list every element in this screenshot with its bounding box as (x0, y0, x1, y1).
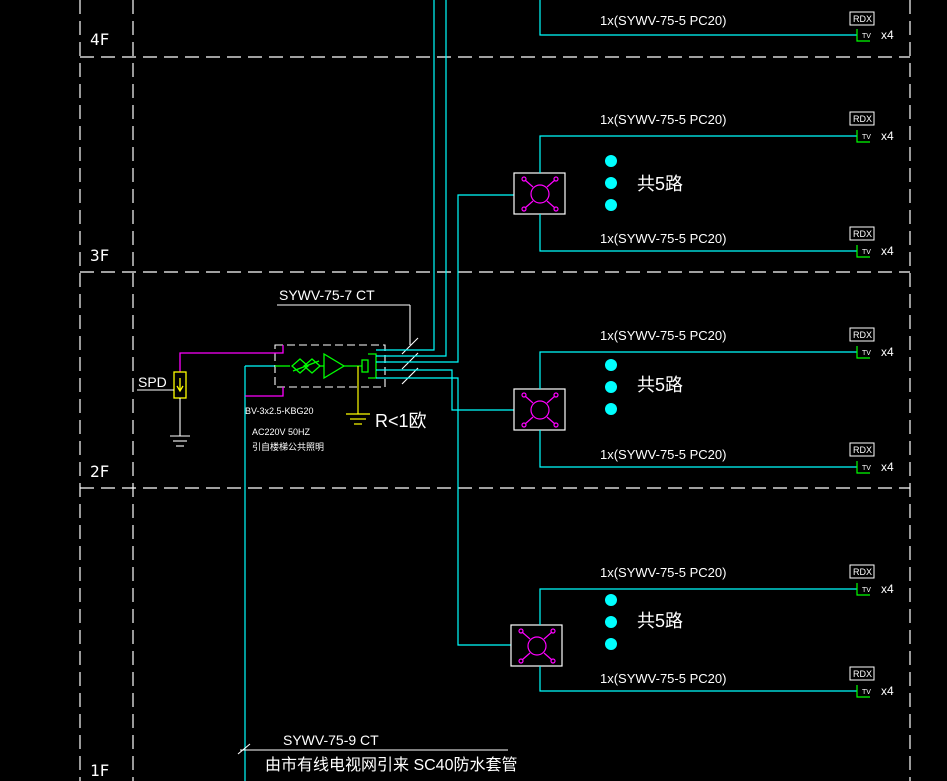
floor-label-3f: 3F (90, 246, 109, 265)
floor-label-2f: 2F (90, 462, 109, 481)
branch-cable-1f-upper: 1x(SYWV-75-5 PC20) (600, 565, 726, 580)
splitter-1f (510, 624, 563, 667)
tv-outlet-3f-upper: RDX TV x4 (849, 111, 894, 143)
power-cable-label: BV-3x2.5-KBG20 (245, 406, 314, 416)
ground-symbol (346, 366, 370, 425)
tv-outlet-4f: RDX TV x4 (849, 11, 894, 42)
floor-label-4f: 4F (90, 30, 109, 49)
power-wiring (179, 345, 284, 397)
splitter-paths-2f: 共5路 (637, 375, 683, 395)
outlet-box-label: RDX (853, 567, 872, 577)
tv-outlet-2f-upper: RDX TV x4 (849, 327, 894, 359)
outlet-count: x4 (881, 28, 894, 42)
tv-outlet-1f-lower: RDX TV x4 (849, 666, 894, 698)
branch-cable-3f-lower: 1x(SYWV-75-5 PC20) (600, 231, 726, 246)
outlet-tv-label: TV (862, 465, 871, 472)
outlet-box-label: RDX (853, 114, 872, 124)
outlet-tv-label: TV (862, 249, 871, 256)
outlet-count: x4 (881, 345, 894, 359)
outlet-box-label: RDX (853, 229, 872, 239)
splitter-3f (513, 172, 566, 215)
branch-cable-3f-upper: 1x(SYWV-75-5 PC20) (600, 112, 726, 127)
outlet-box-label: RDX (853, 330, 872, 340)
spd-device (173, 371, 187, 399)
splitter-2f (513, 388, 566, 431)
ground-resistance-label: R<1欧 (375, 411, 427, 431)
tv-outlet-1f-upper: RDX TV x4 (849, 564, 894, 596)
branch-cable-2f-upper: 1x(SYWV-75-5 PC20) (600, 328, 726, 343)
outlet-count: x4 (881, 129, 894, 143)
incoming-label: 由市有线电视网引来 SC40防水套管 (265, 756, 517, 774)
outlet-tv-label: TV (862, 350, 871, 357)
floor-dividers (79, 0, 911, 781)
feeder-top-label: SYWV-75-7 CT (279, 287, 375, 303)
spd-ground (137, 389, 190, 447)
splitter-paths-1f: 共5路 (637, 611, 683, 631)
feeder-bottom-label: SYWV-75-9 CT (283, 732, 379, 748)
outlet-box-label: RDX (853, 445, 872, 455)
outlet-count: x4 (881, 244, 894, 258)
branch-lines (539, 135, 857, 692)
power-spec-label: AC220V 50HZ (252, 427, 311, 437)
outlet-box-label: RDX (853, 669, 872, 679)
power-source-label: 引自楼梯公共照明 (252, 441, 324, 452)
outlet-tv-label: TV (862, 134, 871, 141)
outlet-count: x4 (881, 582, 894, 596)
amplifier-components (275, 352, 377, 380)
outlet-tv-label: TV (862, 33, 871, 40)
outlet-box-label: RDX (853, 14, 872, 24)
tv-outlet-2f-lower: RDX TV x4 (849, 442, 894, 474)
tv-outlet-3f-lower: RDX TV x4 (849, 226, 894, 258)
spd-label: SPD (138, 374, 167, 390)
outlet-tv-label: TV (862, 587, 871, 594)
outlet-count: x4 (881, 460, 894, 474)
continuation-dots (605, 155, 617, 650)
floor-label-1f: 1F (90, 761, 109, 780)
branch-cable-2f-lower: 1x(SYWV-75-5 PC20) (600, 447, 726, 462)
branch-cable-4f: 1x(SYWV-75-5 PC20) (600, 13, 726, 28)
incoming-feeder (244, 365, 275, 781)
outlet-tv-label: TV (862, 689, 871, 696)
splitter-paths-3f: 共5路 (637, 174, 683, 194)
outlet-count: x4 (881, 684, 894, 698)
incoming-leader (237, 743, 508, 755)
branch-cable-1f-lower: 1x(SYWV-75-5 PC20) (600, 671, 726, 686)
distribution-trunks (376, 0, 857, 646)
